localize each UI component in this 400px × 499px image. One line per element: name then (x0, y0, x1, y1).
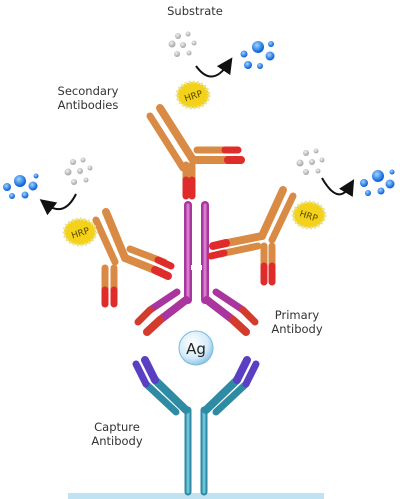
secondary-antibodies-label: Secondary Antibodies (48, 84, 128, 112)
primary-label-line2: Antibody (271, 322, 323, 336)
hrp-enzyme-icon: HRP (175, 80, 211, 110)
antigen-sphere-icon (178, 330, 214, 366)
capture-antibody-label: Capture Antibody (82, 420, 152, 448)
primary-antibody-label: Primary Antibody (262, 308, 332, 336)
secondary-antibody-left (92, 208, 175, 308)
product-particles-top (240, 41, 275, 69)
plate-surface (68, 493, 324, 499)
curved-reaction-arrow-icon (321, 177, 355, 197)
primary-antibody (134, 201, 259, 336)
hrp-enzyme-icon: HRP (291, 200, 327, 230)
antigen-label: Ag (186, 340, 206, 358)
primary-label-line1: Primary (274, 308, 320, 322)
secondary-antibody-top (146, 104, 245, 200)
capture-label-line2: Antibody (91, 434, 143, 448)
substrate-particles-right (296, 148, 325, 175)
substrate-particles-left (64, 157, 93, 185)
substrate-label: Substrate (160, 4, 230, 18)
product-particles-left (3, 173, 39, 199)
substrate-label-text: Substrate (167, 4, 223, 18)
secondary-antibody-right (207, 186, 297, 286)
curved-reaction-arrow-icon (39, 193, 77, 216)
capture-label-line1: Capture (94, 420, 140, 434)
secondary-label-line2: Antibodies (57, 98, 119, 112)
hrp-enzyme-icon: HRP (62, 217, 98, 247)
capture-antibody (132, 356, 260, 496)
curved-reaction-arrow-icon (195, 57, 233, 78)
product-particles-right (360, 169, 395, 196)
secondary-label-line1: Secondary (57, 84, 119, 98)
substrate-particles-top (168, 31, 197, 57)
